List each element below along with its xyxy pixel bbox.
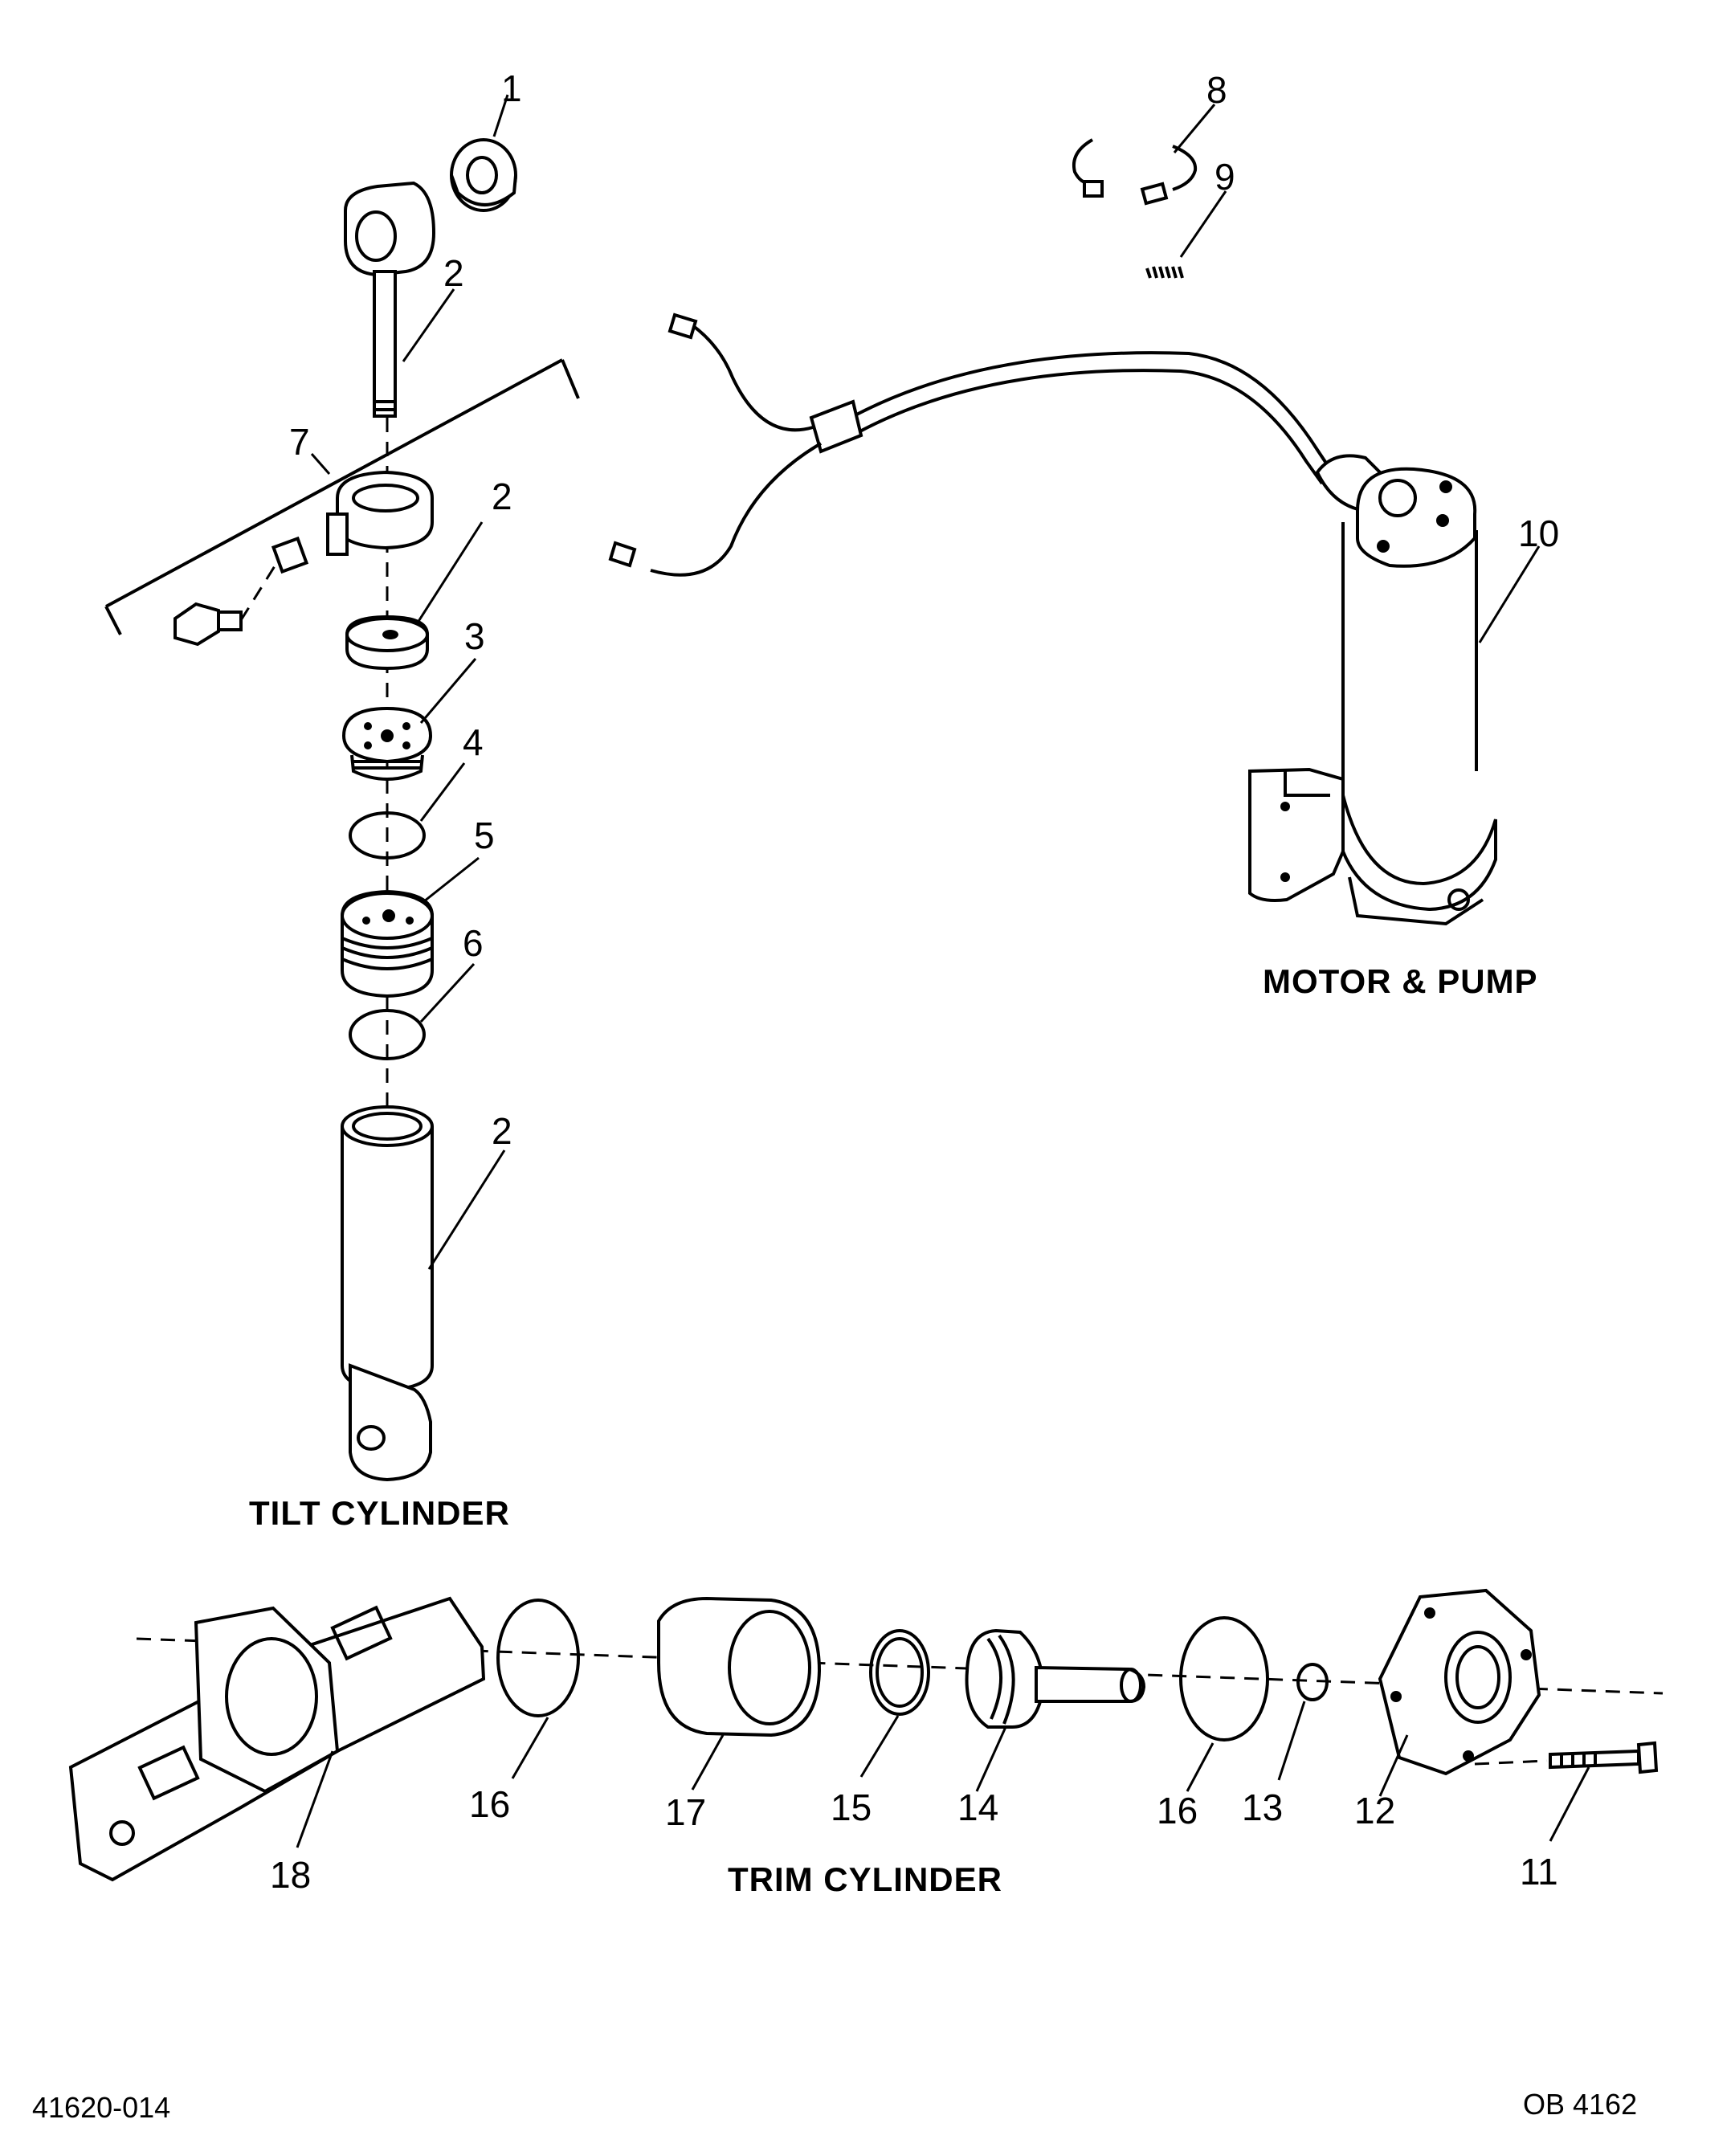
trim-end-cap-part (1378, 1588, 1541, 1776)
callout-15: 15 (831, 1786, 872, 1828)
motor-pump-assembly (608, 104, 1541, 926)
drawing-code-label: OB 4162 (1523, 2088, 1637, 2121)
callout-6: 6 (463, 922, 484, 964)
callout-13: 13 (1242, 1786, 1283, 1828)
callout-2: 2 (492, 1110, 512, 1152)
part-number-label: 41620-014 (32, 2091, 170, 2124)
trim-housing-part (68, 1596, 486, 1882)
trim-piston-part (965, 1628, 1146, 1729)
clip-part (1072, 138, 1198, 206)
callout-8: 8 (1206, 69, 1227, 111)
screw-part (1549, 1741, 1659, 1774)
callout-17: 17 (665, 1791, 706, 1833)
motor-body (1248, 454, 1497, 926)
spring-part (1145, 266, 1184, 279)
tilt-cylinder-assembly (104, 94, 580, 1482)
end-cap-part (341, 706, 433, 781)
trim-sleeve-part (657, 1596, 822, 1737)
callout-5: 5 (474, 815, 495, 856)
o-ring-part (1179, 1616, 1269, 1742)
callout-11: 11 (1520, 1851, 1558, 1893)
tilt-cylinder-label: TILT CYLINDER (249, 1494, 510, 1532)
callout-2: 2 (492, 476, 512, 517)
callout-1: 1 (501, 67, 522, 109)
mounting-bracket (104, 358, 580, 647)
tilt-pin-part (344, 181, 436, 418)
o-ring-part (869, 1629, 930, 1716)
callout-18: 18 (270, 1854, 311, 1896)
callout-16: 16 (1157, 1790, 1198, 1831)
o-ring-part (496, 1599, 580, 1717)
callout-4: 4 (463, 721, 484, 763)
callout-14: 14 (957, 1786, 998, 1828)
callout-2: 2 (443, 252, 464, 294)
callout-9: 9 (1214, 156, 1235, 198)
o-ring-part (349, 811, 426, 860)
callout-10: 10 (1518, 512, 1559, 554)
motor-pump-label: MOTOR & PUMP (1263, 962, 1538, 1000)
tilt-cylinder-body (341, 1105, 434, 1482)
callout-12: 12 (1354, 1790, 1395, 1831)
tilt-washer-part (345, 615, 429, 671)
piston-part (341, 889, 434, 998)
trim-cylinder-label: TRIM CYLINDER (728, 1860, 1002, 1898)
callout-3: 3 (464, 615, 485, 657)
wire-harness (608, 312, 1335, 577)
ball-part (1296, 1663, 1329, 1701)
trim-cylinder-assembly (68, 1588, 1664, 1882)
o-ring-part (349, 1009, 426, 1060)
bushing-part (450, 138, 517, 212)
callout-7: 7 (289, 421, 310, 463)
callout-16: 16 (469, 1783, 510, 1825)
